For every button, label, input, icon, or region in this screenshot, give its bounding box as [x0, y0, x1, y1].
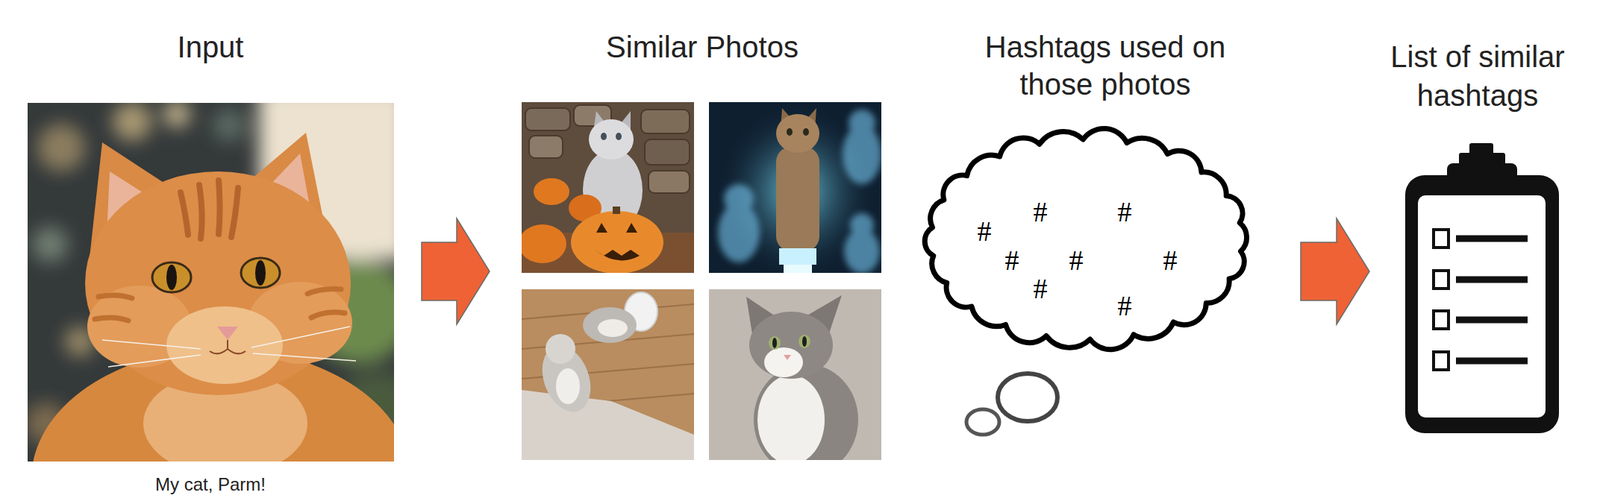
clipboard-icon: [1433, 311, 1449, 330]
hashtag-symbol: #: [1117, 291, 1133, 321]
thought-cloud: Hashtags used on those photos########: [918, 127, 1256, 353]
block-arrow: [1300, 218, 1370, 325]
thought-bubble: [997, 373, 1058, 422]
photo-caption: My cat, Parm!: [53, 473, 368, 497]
tabby-cat-photo: [757, 375, 825, 461]
clipboard-list: List of similar hashtags: [1405, 142, 1559, 434]
ghost-cats-photo: [717, 109, 882, 274]
column-heading: Input: [53, 28, 368, 66]
cat-photo: [209, 340, 246, 354]
tabby-cat-photo: [764, 347, 803, 378]
pumpkin-cat-photo: [644, 139, 690, 165]
pumpkin-cat-photo: [626, 223, 638, 233]
tabby-cat-photo: [768, 336, 781, 350]
clipboard-icon: [1433, 352, 1449, 371]
floor-cats-photo: [555, 368, 580, 405]
clipboard-icon: [1417, 195, 1546, 418]
hashtag-symbol: #: [1069, 246, 1084, 275]
clipboard-icon: [1405, 175, 1559, 434]
tabby-cat-photo: [783, 355, 792, 361]
hashtag-symbol: #: [977, 217, 992, 246]
hashtag-symbol: #: [1033, 274, 1048, 303]
photo-grid: Similar Photos: [521, 102, 882, 462]
ghost-cats-photo: [848, 109, 876, 137]
cat-photo: [166, 306, 283, 385]
cat-photo: [180, 180, 239, 239]
cat-photo: [212, 108, 246, 142]
ghost-cats-photo: [776, 114, 820, 153]
clipboard-icon: [1433, 229, 1449, 248]
pumpkin-cat-photo: [615, 132, 622, 141]
cat-photo: [37, 123, 86, 172]
clipboard-icon: [1455, 235, 1528, 243]
tabby-cat-photo: [772, 338, 777, 349]
hashtag-symbol: #: [1005, 246, 1020, 275]
cat-photo: [217, 326, 239, 341]
ghost-cats-photo: [708, 102, 882, 274]
pumpkin-cat-photo: [570, 211, 664, 274]
column-heading: Hashtags used on those photos: [963, 28, 1248, 103]
tabby-cat-photo: [802, 336, 807, 348]
tabby-cat-photo: [749, 311, 833, 380]
column-heading: List of similar hashtags: [1373, 37, 1583, 115]
cat-photo: [166, 264, 177, 291]
ghost-cats-photo: [786, 128, 793, 136]
pumpkin-cat-photo: [533, 178, 570, 206]
hashtag-symbol: #: [1117, 197, 1133, 227]
pumpkin-cat-photo: [612, 206, 621, 215]
pumpkin-cat-photo: [594, 250, 640, 261]
floor-cats-photo: [521, 289, 695, 461]
pumpkin-cat-photo: [521, 102, 695, 274]
cat-photo: [163, 102, 191, 128]
floor-cats-photo: [545, 334, 576, 365]
column-heading: Similar Photos: [545, 28, 859, 66]
pumpkin-cat-photo: [525, 108, 571, 131]
clipboard-icon: [1469, 143, 1494, 156]
thought-cloud-outline: [924, 128, 1247, 350]
floor-cats-photo: [582, 307, 637, 344]
cat-photo: [255, 260, 266, 286]
tabby-cat-photo: [753, 364, 859, 461]
hashtag-symbol: #: [1033, 197, 1048, 227]
cat-photo: [94, 289, 345, 321]
pumpkin-cat-photo: [588, 119, 634, 160]
clipboard-icon: [1405, 143, 1559, 434]
tabby-cat-photo: [798, 335, 811, 349]
ghost-cats-photo: [714, 102, 880, 274]
floor-cats-photo: [521, 289, 695, 461]
ghost-cats-photo: [779, 248, 817, 265]
pumpkin-cat-photo: [596, 223, 608, 233]
cat-photo: [152, 262, 192, 293]
ghost-cats-photo: [723, 184, 754, 215]
clipboard-icon: [1455, 358, 1528, 365]
ghost-cats-photo: [802, 128, 809, 136]
thought-bubble: [966, 409, 1000, 436]
floor-cats-photo: [521, 390, 695, 461]
block-arrow: [421, 218, 490, 325]
cat-photo: [102, 326, 356, 368]
cat-photo: [32, 226, 68, 263]
pumpkin-cat-photo: [648, 170, 690, 194]
pumpkin-cat-photo: [529, 135, 563, 159]
cat-photo: [241, 258, 280, 289]
ghost-cats-photo: [850, 213, 874, 238]
tabby-cat-photo: [708, 289, 882, 461]
hashtag-symbol: #: [1163, 246, 1178, 275]
input-photo-frame: InputMy cat, Parm!: [27, 102, 395, 462]
floor-cats-photo: [597, 319, 628, 338]
cat-photo: [27, 102, 395, 462]
ghost-cats-photo: [776, 147, 820, 252]
pumpkin-cat-photo: [641, 109, 690, 134]
clipboard-icon: [1455, 317, 1528, 324]
cat-photo: [112, 102, 152, 142]
clipboard-icon: [1455, 276, 1528, 284]
clipboard-icon: [1433, 270, 1449, 289]
ghost-cats-photo: [783, 264, 812, 274]
pumpkin-cat-photo: [600, 132, 607, 141]
pumpkin-cat-photo: [521, 224, 567, 264]
